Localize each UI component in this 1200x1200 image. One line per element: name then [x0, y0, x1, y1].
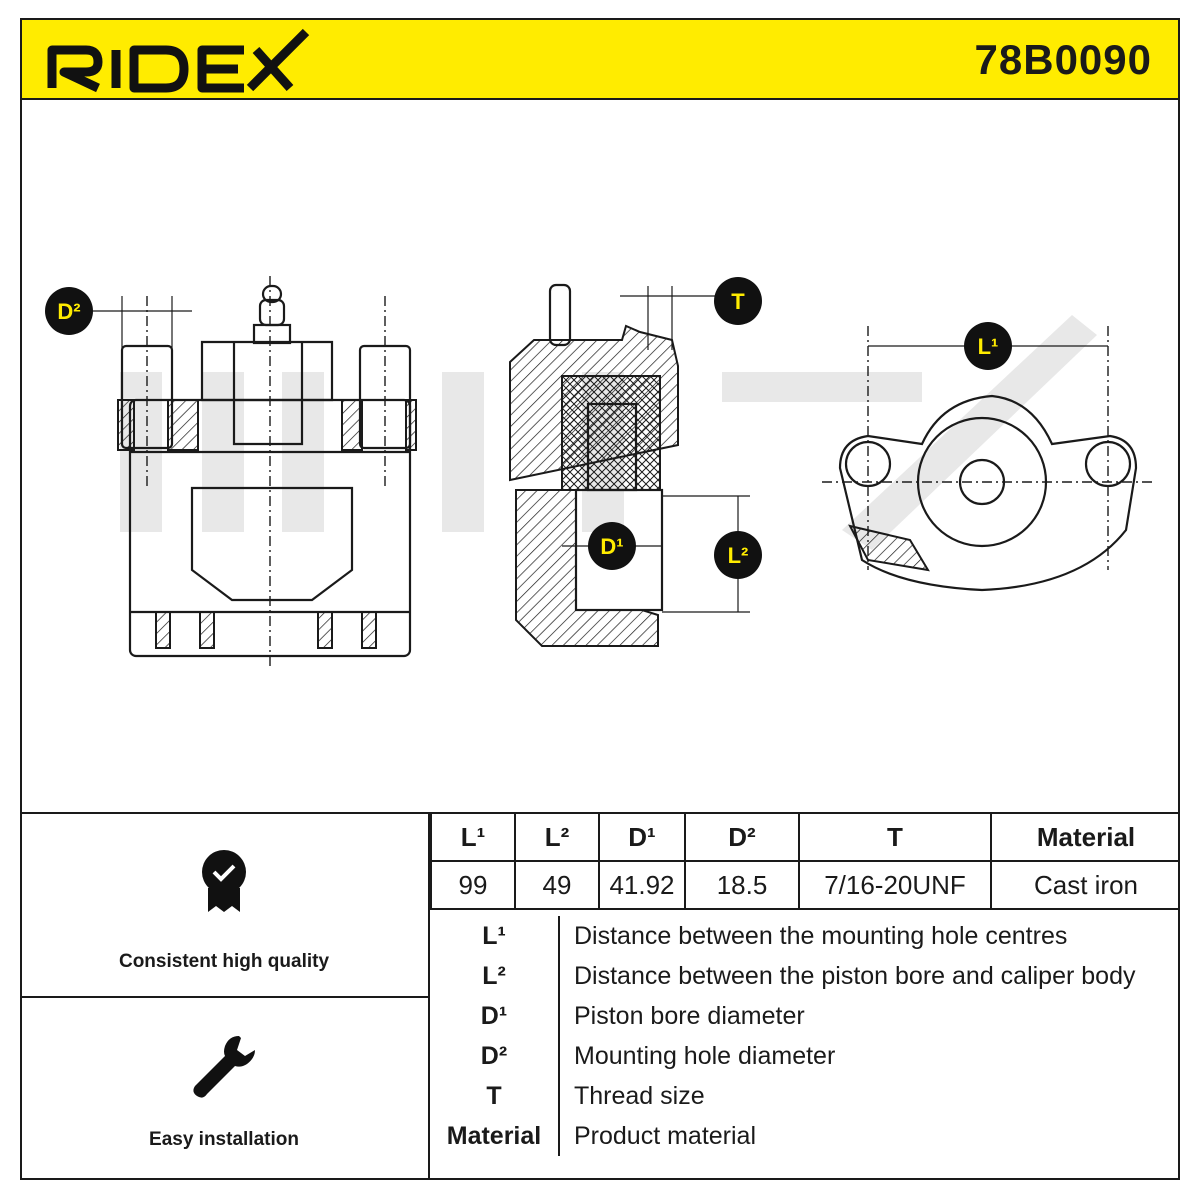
badge-l1: L¹ [964, 322, 1012, 370]
section-view [509, 283, 750, 647]
feature-label: Consistent high quality [118, 951, 330, 972]
legend-description: Distance between the piston bore and cal… [574, 961, 1136, 990]
legend-table: L¹ Distance between the mounting hole ce… [430, 916, 1180, 1156]
spec-value: 7/16-20UNF [798, 860, 992, 910]
brand-logo [47, 28, 310, 93]
top-view [822, 326, 1156, 592]
technical-drawing: D² T L¹ D¹ L² [45, 276, 1156, 670]
legend-description: Mounting hole diameter [574, 1041, 836, 1070]
specs-header-row: L¹ L² D¹ D² T Material [430, 814, 1180, 862]
badge-t: T [714, 277, 762, 325]
front-view [88, 276, 417, 670]
spec-header: L² [514, 814, 600, 862]
spec-header: D² [684, 814, 800, 862]
spec-value: 49 [514, 860, 600, 910]
spec-header: L¹ [430, 814, 516, 862]
spec-value: 41.92 [598, 860, 686, 910]
legend-row: T Thread size [430, 1076, 1180, 1116]
wrench-icon [193, 1036, 255, 1098]
spec-header: D¹ [598, 814, 686, 862]
spec-value: 18.5 [684, 860, 800, 910]
badge-d2: D² [45, 287, 93, 335]
legend-key: D² [430, 1036, 560, 1076]
feature-label: Easy installation [149, 1129, 299, 1150]
spec-header: Material [990, 814, 1180, 862]
legend-description: Distance between the mounting hole centr… [574, 921, 1068, 950]
feature-quality: Consistent high quality [20, 814, 428, 998]
legend-row: Material Product material [430, 1116, 1180, 1156]
specs-table: L¹ L² D¹ D² T Material 99 49 41.92 18.5 … [430, 814, 1180, 910]
header-bar: 78B0090 [20, 18, 1180, 100]
legend-description: Thread size [574, 1081, 705, 1110]
feature-installation: Easy installation [20, 998, 428, 1180]
legend-key: Material [430, 1116, 560, 1156]
legend-row: L² Distance between the piston bore and … [430, 956, 1180, 996]
specs-value-row: 99 49 41.92 18.5 7/16-20UNF Cast iron [430, 860, 1180, 910]
svg-text:L¹: L¹ [978, 334, 999, 359]
legend-row: D² Mounting hole diameter [430, 1036, 1180, 1076]
section-divider [20, 812, 1180, 814]
legend-key: L² [430, 956, 560, 996]
badge-d1: D¹ [588, 522, 636, 570]
quality-badge-icon [202, 850, 246, 912]
features-panel: Consistent high quality Easy installatio… [20, 814, 430, 1180]
legend-row: D¹ Piston bore diameter [430, 996, 1180, 1036]
svg-text:T: T [731, 289, 745, 314]
svg-text:L²: L² [728, 543, 749, 568]
legend-key: D¹ [430, 996, 560, 1036]
spec-header: T [798, 814, 992, 862]
legend-description: Product material [574, 1121, 757, 1150]
legend-description: Piston bore diameter [574, 1001, 805, 1030]
spec-value: 99 [430, 860, 516, 910]
spec-value: Cast iron [990, 860, 1180, 910]
legend-row: L¹ Distance between the mounting hole ce… [430, 916, 1180, 956]
svg-text:D¹: D¹ [600, 534, 623, 559]
badge-l2: L² [714, 531, 762, 579]
svg-text:D²: D² [57, 299, 80, 324]
part-number: 78B0090 [974, 36, 1152, 83]
legend-key: L¹ [430, 916, 560, 956]
legend-key: T [430, 1076, 560, 1116]
